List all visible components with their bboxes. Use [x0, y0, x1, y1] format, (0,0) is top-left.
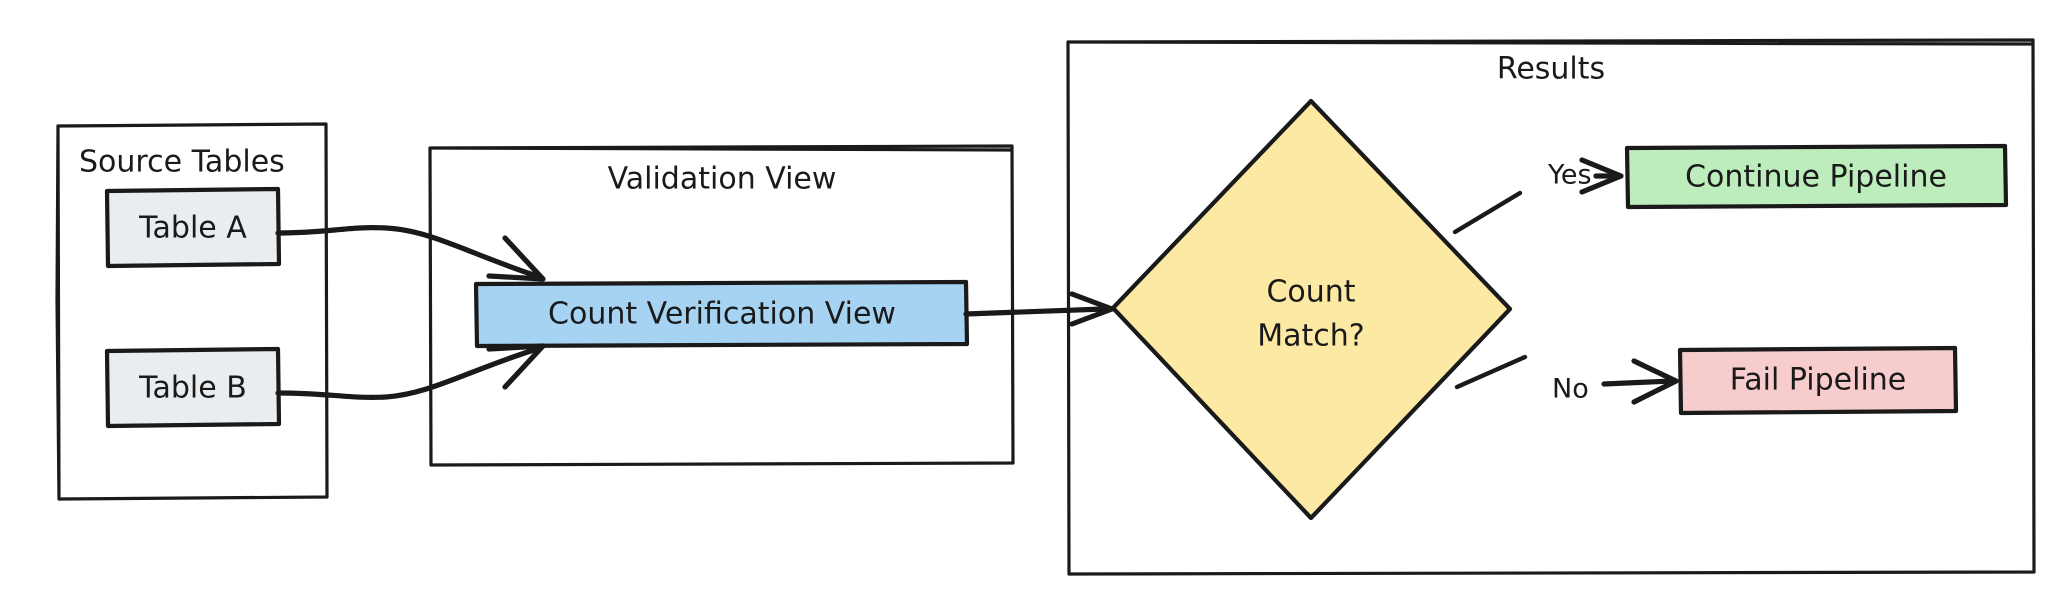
table-a-shape	[104, 186, 282, 269]
edge-yes-continue-pipeline[interactable]: Yes	[1452, 157, 1624, 235]
edge-no-label: No	[1552, 374, 1589, 405]
edge-cvv-path	[963, 306, 1107, 317]
count-match-label-line2: Match?	[1257, 319, 1364, 354]
fail-pipeline-label: Fail Pipeline	[1730, 363, 1907, 398]
group-source-tables[interactable]: Source Tables Table A Table B	[55, 122, 329, 501]
validation-view-border	[428, 144, 1015, 467]
source-tables-border	[55, 122, 329, 501]
edge-no-arrowhead	[1631, 358, 1679, 405]
edge-no-tail	[1601, 378, 1675, 387]
edge-count-verification-view-to-count-match[interactable]	[963, 291, 1115, 327]
group-results[interactable]: Results Count Match? Continue Pipeline F…	[1066, 38, 2036, 576]
edge-table-b-to-count-verification-view[interactable]	[275, 343, 546, 400]
count-match-shape	[1110, 98, 1513, 521]
edge-a-arrowhead	[486, 235, 546, 282]
source-tables-title: Source Tables	[79, 145, 285, 180]
edge-table-a-to-count-verification-view[interactable]	[275, 225, 546, 282]
node-continue-pipeline[interactable]: Continue Pipeline	[1624, 143, 2009, 210]
node-count-match[interactable]: Count Match?	[1110, 98, 1513, 521]
count-verification-view-label: Count Verification View	[548, 297, 896, 332]
edge-b-path	[275, 347, 537, 400]
edge-cvv-arrowhead	[1069, 291, 1115, 327]
node-count-verification-view[interactable]: Count Verification View	[473, 279, 970, 349]
count-match-label-line1: Count	[1266, 275, 1355, 310]
edge-yes-arrowhead	[1579, 157, 1624, 195]
fail-pipeline-shape	[1677, 345, 1959, 416]
edge-a-path	[275, 225, 537, 278]
results-title: Results	[1497, 52, 1605, 87]
edge-no-path	[1454, 354, 1528, 390]
continue-pipeline-shape	[1624, 143, 2009, 210]
continue-pipeline-label: Continue Pipeline	[1685, 160, 1947, 195]
count-verification-view-shape	[473, 279, 970, 349]
group-validation-view[interactable]: Validation View Count Verification View	[428, 144, 1015, 467]
results-border	[1066, 38, 2036, 576]
table-b-label: Table B	[138, 371, 247, 406]
edge-b-arrowhead	[486, 343, 546, 390]
table-a-label: Table A	[138, 211, 247, 246]
node-fail-pipeline[interactable]: Fail Pipeline	[1677, 345, 1959, 416]
edge-yes-label: Yes	[1547, 160, 1592, 191]
node-table-a[interactable]: Table A	[104, 186, 282, 269]
validation-view-title: Validation View	[608, 162, 837, 197]
node-table-b[interactable]: Table B	[104, 346, 282, 429]
table-b-shape	[104, 346, 282, 429]
edge-yes-path	[1452, 190, 1523, 235]
edge-no-fail-pipeline[interactable]: No	[1454, 354, 1679, 405]
